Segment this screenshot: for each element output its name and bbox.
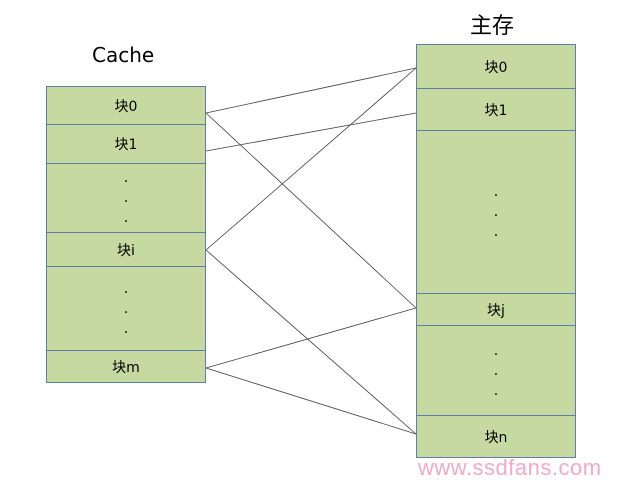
ellipsis-dot: . [123, 190, 129, 206]
memory-ellipsis-2: ... [416, 326, 576, 416]
ellipsis-dot: . [493, 342, 499, 359]
line-cm-mj [205, 307, 417, 369]
ellipsis-dot: . [493, 184, 499, 200]
memory-title: 主存 [470, 14, 515, 39]
memory-column: 块0 块1 ... 块j ... 块n [416, 44, 576, 458]
cache-block-m: 块m [46, 351, 206, 383]
ellipsis-dot: . [493, 224, 499, 240]
memory-block-j: 块j [416, 294, 576, 326]
memory-ellipsis-1: ... [416, 131, 576, 294]
ellipsis-dot: . [123, 300, 129, 317]
line-c0-mj [205, 112, 417, 309]
cache-block-i: 块i [46, 233, 206, 267]
memory-block-0: 块0 [416, 44, 576, 89]
line-cm-mn [205, 367, 417, 435]
cache-column: 块0 块1 ... 块i ... 块m [46, 86, 206, 383]
ellipsis-dot: . [123, 280, 129, 297]
line-ci-m0 [205, 67, 417, 251]
line-ci-mn [205, 249, 417, 435]
cache-block-1: 块1 [46, 125, 206, 164]
cache-ellipsis-2: ... [46, 267, 206, 351]
line-c0-m0 [205, 67, 417, 114]
memory-block-n: 块n [416, 416, 576, 458]
ellipsis-dot: . [493, 362, 499, 379]
line-c1-m1 [205, 112, 417, 152]
ellipsis-dot: . [493, 382, 499, 399]
cache-ellipsis-1: ... [46, 164, 206, 233]
watermark: www.ssdfans.com [418, 455, 602, 480]
cache-block-0: 块0 [46, 86, 206, 125]
ellipsis-dot: . [123, 170, 129, 186]
ellipsis-dot: . [493, 204, 499, 220]
ellipsis-dot: . [123, 210, 129, 226]
ellipsis-dot: . [123, 320, 129, 337]
cache-title: Cache [92, 43, 155, 67]
memory-block-1: 块1 [416, 89, 576, 131]
